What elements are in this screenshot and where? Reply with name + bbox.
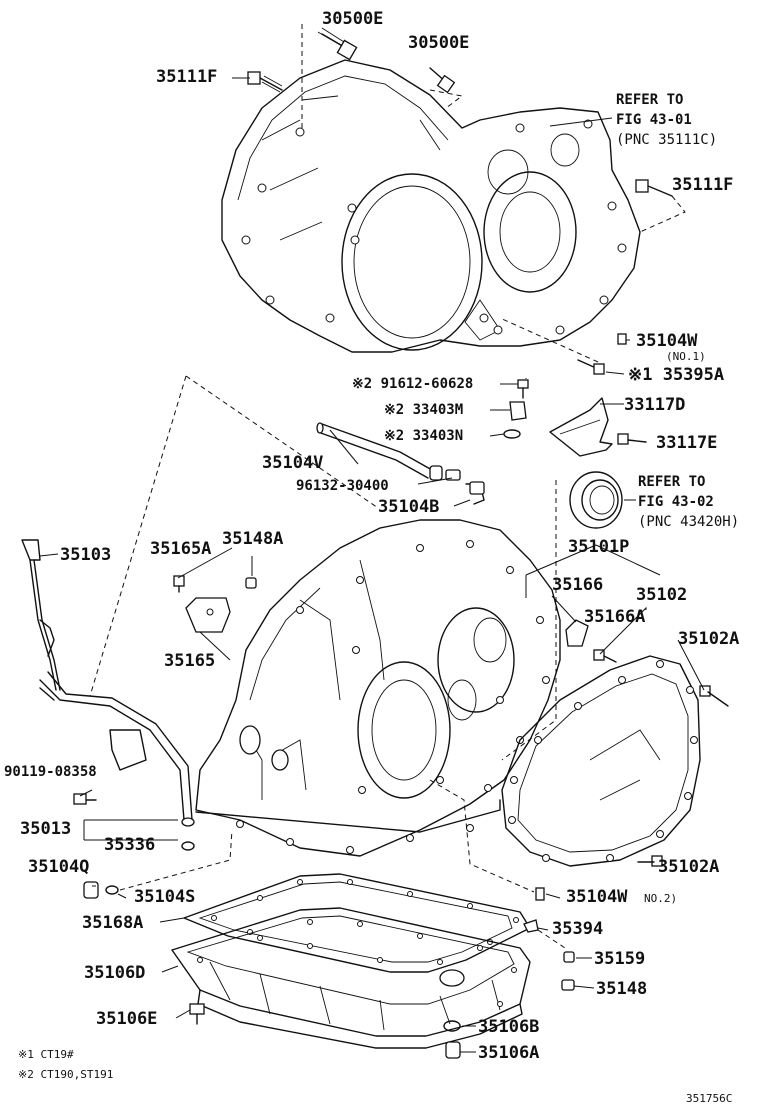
footnote-1: ※1 CT19# <box>18 1048 74 1061</box>
refer-1-line1: REFER TO <box>616 92 683 108</box>
label-30500e-a: 30500E <box>322 9 383 29</box>
bolt-35166a <box>593 649 617 663</box>
label-35101p: 35101P <box>568 537 629 557</box>
label-35104w: 35104W <box>636 331 698 351</box>
label-35104w-2: 35104W <box>566 887 628 907</box>
gasket-35106b <box>443 1020 461 1032</box>
label-35104b: 35104B <box>378 497 439 517</box>
hose-35104v <box>316 422 461 481</box>
pan-gasket-35168a <box>183 873 531 973</box>
label-35111f-b: 35111F <box>672 175 733 195</box>
bolt-30500e-b <box>429 67 456 94</box>
label-35102a-a: 35102A <box>678 629 739 649</box>
label-35166: 35166 <box>552 575 603 595</box>
label-35168a: 35168A <box>82 913 143 933</box>
label-35106d: 35106D <box>84 963 145 983</box>
seal-43420h <box>569 471 636 529</box>
bolt-35165a <box>173 575 185 593</box>
label-35165a: 35165A <box>150 539 211 559</box>
pin-35104w <box>617 333 627 345</box>
plate-33117d <box>549 397 613 457</box>
label-35104v: 35104V <box>262 453 323 473</box>
pin-35104w-no2 <box>535 887 545 901</box>
bolt-30500e-a <box>317 27 358 61</box>
bolt-35106e <box>189 1003 205 1025</box>
magnet-35159 <box>563 951 575 963</box>
label-90119-08358: 90119-08358 <box>4 764 97 780</box>
transmission-case <box>195 519 561 857</box>
label-35013: 35013 <box>20 819 71 839</box>
plug-35104q <box>83 881 99 899</box>
label-35103: 35103 <box>60 545 111 565</box>
label-35104w-no1: (NO.1) <box>666 350 706 363</box>
label-35111f-a: 35111F <box>156 67 217 87</box>
oring-35336 <box>181 841 195 851</box>
label-35104w-no2: NO.2) <box>644 892 677 905</box>
label-33117d: 33117D <box>624 395 685 415</box>
refer-2-line1: REFER TO <box>638 474 705 490</box>
bolt-35102a-b <box>637 855 663 867</box>
side-cover-35102 <box>501 655 701 867</box>
plug-35106a <box>445 1041 461 1059</box>
refer-1-line3: (PNC 35111C) <box>616 132 717 148</box>
bolt-91612 <box>517 379 529 399</box>
elbow-35104b <box>465 481 485 505</box>
label-96132-30400: 96132-30400 <box>296 478 389 494</box>
label-35106e: 35106E <box>96 1009 157 1029</box>
label-30500e-b: 30500E <box>408 33 469 53</box>
refer-2-line3: (PNC 43420H) <box>638 514 739 530</box>
bolt-35111f-b <box>635 179 673 197</box>
label-91612-60628: ※2 91612-60628 <box>352 376 473 392</box>
oring-33403n <box>503 429 521 439</box>
dipstick-35103 <box>21 539 61 691</box>
bolt-35102a-a <box>699 685 729 707</box>
label-35165: 35165 <box>164 651 215 671</box>
label-35104s: 35104S <box>134 887 195 907</box>
label-35148: 35148 <box>596 979 647 999</box>
label-35102a-b: 35102A <box>658 857 719 877</box>
plate-35165 <box>185 597 231 633</box>
bolt-35111f-a <box>247 71 283 93</box>
label-35336: 35336 <box>104 835 155 855</box>
bolt-35395a <box>577 359 605 375</box>
gasket-35166 <box>565 619 589 647</box>
label-33403m: ※2 33403M <box>384 402 463 418</box>
label-35148a: 35148A <box>222 529 283 549</box>
refer-1-line2: FIG 43-01 <box>616 112 692 128</box>
label-35394: 35394 <box>552 919 603 939</box>
label-33403n: ※2 33403N <box>384 428 463 444</box>
figure-code: 351756C <box>686 1092 732 1105</box>
footnote-2: ※2 CT190,ST191 <box>18 1068 113 1081</box>
bolt-90119 <box>73 793 97 805</box>
transaxle-housing <box>221 59 641 353</box>
label-35166a: 35166A <box>584 607 645 627</box>
part-33403m <box>509 401 527 421</box>
bolt-33117e <box>617 433 647 445</box>
oil-pan-35106d <box>171 907 531 1049</box>
label-35102: 35102 <box>636 585 687 605</box>
filler-tube-35013 <box>39 671 195 827</box>
label-35159: 35159 <box>594 949 645 969</box>
refer-2-line2: FIG 43-02 <box>638 494 714 510</box>
label-35106b: 35106B <box>478 1017 539 1037</box>
ring-35104s <box>105 885 119 895</box>
label-35104q: 35104Q <box>28 857 89 877</box>
label-35106a: 35106A <box>478 1043 539 1063</box>
nut-35148 <box>561 979 575 991</box>
label-33117e: 33117E <box>656 433 717 453</box>
label-35395a: ※1 35395A <box>628 365 724 385</box>
nut-35148a <box>245 577 257 589</box>
